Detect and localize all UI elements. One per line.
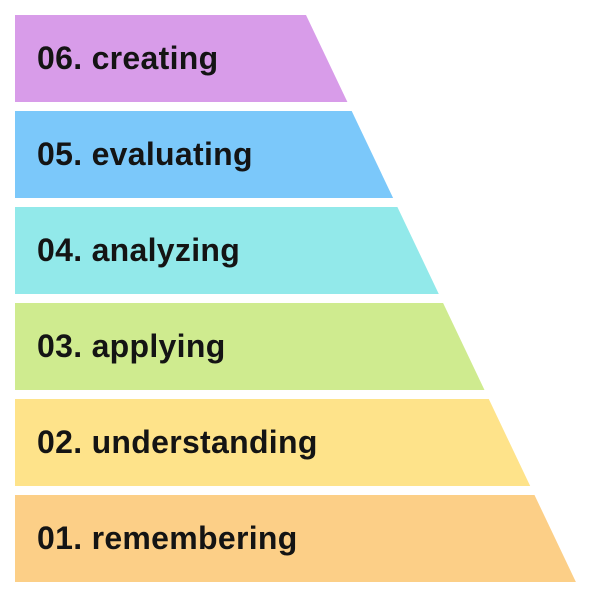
level-01-label: 01. remembering [37, 520, 298, 556]
pyramid-level-05-evaluating: 05. evaluating [15, 111, 394, 198]
level-02-label: 02. understanding [37, 424, 318, 460]
pyramid-level-04-analyzing: 04. analyzing [15, 207, 439, 294]
pyramid-level-03-applying: 03. applying [15, 303, 485, 390]
pyramid-level-06-creating: 06. creating [15, 15, 348, 102]
level-03-label: 03. applying [37, 328, 226, 364]
pyramid-level-01-remembering: 01. remembering [15, 495, 576, 582]
level-04-label: 04. analyzing [37, 232, 241, 268]
pyramid-level-02-understanding: 02. understanding [15, 399, 531, 486]
level-06-label: 06. creating [37, 40, 219, 76]
level-05-label: 05. evaluating [37, 136, 253, 172]
